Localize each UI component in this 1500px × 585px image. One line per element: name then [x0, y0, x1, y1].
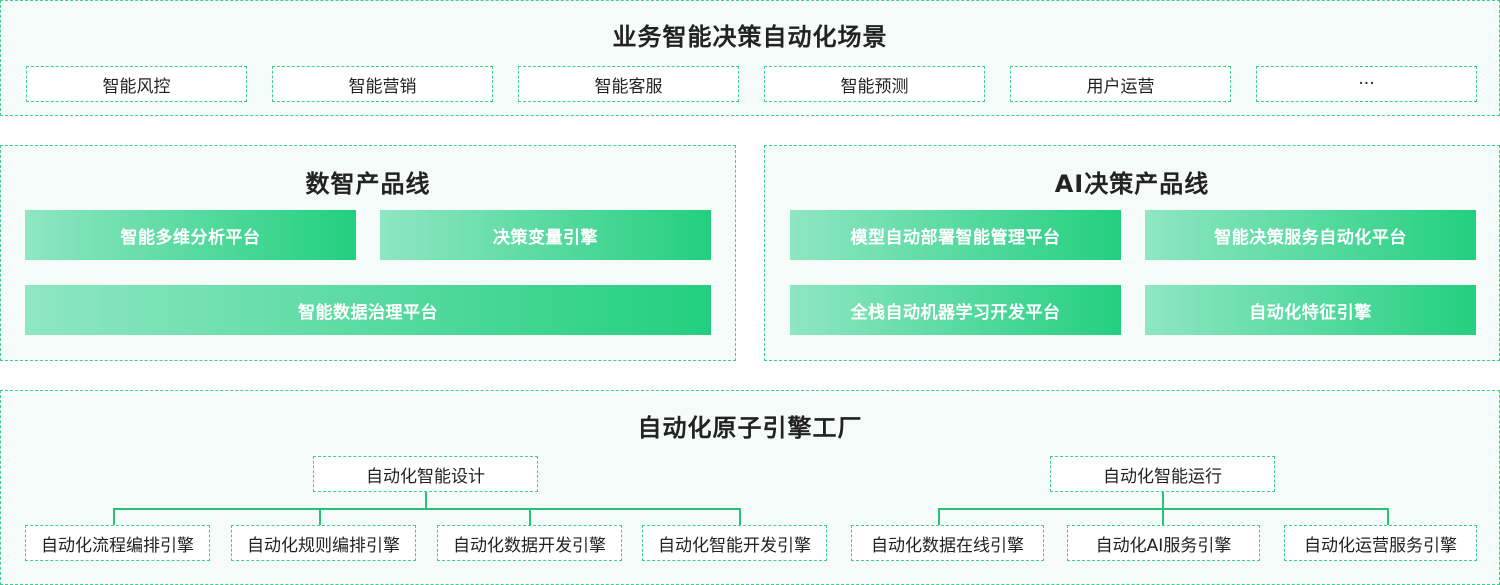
design-connector-bar — [113, 508, 740, 510]
scenario-title: 业务智能决策自动化场景 — [612, 23, 888, 51]
design-engine: 自动化智能开发引擎 — [642, 525, 827, 561]
ai-product-line-panel: AI决策产品线 模型自动部署智能管理平台 智能决策服务自动化平台 全栈自动机器学… — [764, 145, 1500, 361]
product-box: 模型自动部署智能管理平台 — [790, 210, 1121, 260]
design-engine: 自动化数据开发引擎 — [437, 525, 622, 561]
design-connector-drop — [113, 508, 115, 525]
run-engine: 自动化AI服务引擎 — [1067, 525, 1260, 561]
product-box: 智能决策服务自动化平台 — [1145, 210, 1476, 260]
engine-factory-title: 自动化原子引擎工厂 — [637, 414, 863, 442]
scenario-item-more: ··· — [1256, 66, 1477, 102]
product-box: 智能数据治理平台 — [25, 285, 711, 335]
scenario-item: 智能风控 — [26, 66, 247, 102]
scenario-item: 智能客服 — [518, 66, 739, 102]
run-engine: 自动化数据在线引擎 — [851, 525, 1044, 561]
design-connector-drop — [319, 508, 321, 525]
data-product-line-panel: 数智产品线 智能多维分析平台 决策变量引擎 智能数据治理平台 — [0, 145, 736, 361]
design-engine: 自动化流程编排引擎 — [25, 525, 210, 561]
run-root: 自动化智能运行 — [1050, 456, 1275, 492]
run-connector-drop — [938, 508, 940, 525]
design-root: 自动化智能设计 — [313, 456, 538, 492]
scenario-item: 智能预测 — [764, 66, 985, 102]
run-engine: 自动化运营服务引擎 — [1284, 525, 1477, 561]
scenario-item: 智能营销 — [272, 66, 493, 102]
product-box: 自动化特征引擎 — [1145, 285, 1476, 335]
design-connector-stem — [425, 492, 427, 508]
ai-product-line-title: AI决策产品线 — [1054, 170, 1210, 198]
design-connector-drop — [529, 508, 531, 525]
run-connector-stem — [1162, 492, 1164, 508]
scenario-item: 用户运营 — [1010, 66, 1231, 102]
product-box: 决策变量引擎 — [380, 210, 711, 260]
engine-factory-panel: 自动化原子引擎工厂 自动化智能设计 自动化流程编排引擎 自动化规则编排引擎 自动… — [0, 390, 1500, 585]
design-connector-drop — [739, 508, 741, 525]
scenario-panel: 业务智能决策自动化场景 智能风控 智能营销 智能客服 智能预测 用户运营 ··· — [0, 0, 1500, 116]
product-box: 全栈自动机器学习开发平台 — [790, 285, 1121, 335]
run-connector-drop — [1162, 508, 1164, 525]
product-box: 智能多维分析平台 — [25, 210, 356, 260]
design-engine: 自动化规则编排引擎 — [231, 525, 416, 561]
data-product-line-title: 数智产品线 — [305, 170, 431, 198]
run-connector-drop — [1387, 508, 1389, 525]
